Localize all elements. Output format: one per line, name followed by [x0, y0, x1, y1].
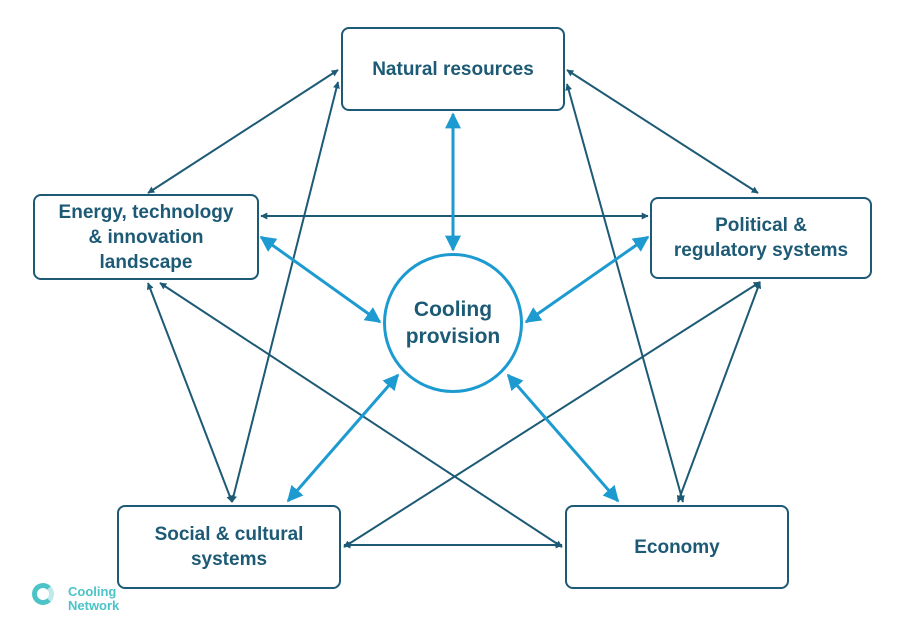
cooling-provision-node: Cooling provision	[383, 253, 523, 393]
link-center-to-energy-technology	[259, 235, 382, 324]
link-center-to-political-regulatory	[524, 235, 650, 324]
link-energy-technology-to-social-cultural	[146, 282, 234, 503]
energy-technology-node: Energy, technology & innovation landscap…	[33, 194, 259, 280]
link-natural-resources-to-economy	[565, 83, 685, 503]
logo-text: Cooling Network	[68, 584, 120, 613]
link-natural-resources-to-social-cultural	[230, 81, 340, 503]
social-cultural-node: Social & cultural systems	[117, 505, 341, 589]
cooling-network-logo: Cooling Network	[32, 575, 119, 613]
natural-resources-node: Natural resources	[341, 27, 565, 111]
political-regulatory-node: Political & regulatory systems	[650, 197, 872, 279]
link-center-to-social-cultural	[286, 373, 400, 503]
economy-node: Economy	[565, 505, 789, 589]
link-center-to-economy	[506, 373, 620, 503]
link-natural-resources-to-energy-technology	[147, 69, 339, 194]
link-political-regulatory-to-economy	[676, 281, 762, 503]
link-natural-resources-to-political-regulatory	[566, 69, 759, 194]
ring-logo-icon	[32, 583, 54, 605]
